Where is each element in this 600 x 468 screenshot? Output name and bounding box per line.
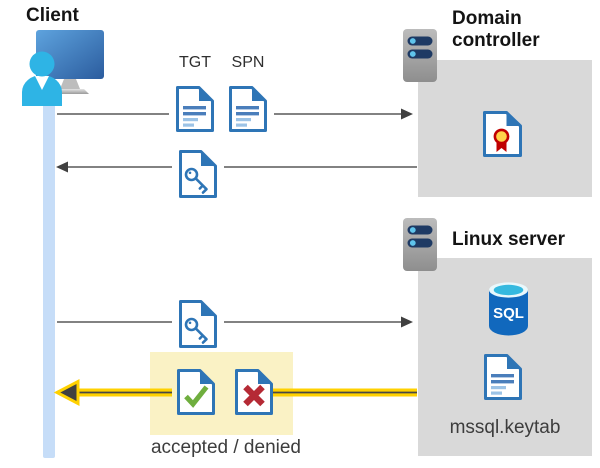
check-document-icon	[176, 368, 216, 416]
server-icon	[403, 29, 437, 82]
keytab-file-label: mssql.keytab	[449, 417, 561, 438]
spn-document-icon	[229, 86, 267, 132]
arrow-right-icon	[401, 108, 413, 120]
client-computer-user-icon	[22, 30, 104, 106]
spn-label: SPN	[231, 54, 265, 71]
linux-server-label: Linux server	[452, 229, 565, 250]
client-label: Client	[26, 5, 79, 26]
service-ticket-arrow	[57, 316, 413, 328]
sql-icon-label: SQL	[493, 305, 524, 322]
tgt-spn-request-arrow	[57, 108, 413, 120]
tgt-label: TGT	[179, 54, 211, 71]
server-icon	[403, 218, 437, 271]
domain-controller-label: Domain controller	[452, 8, 540, 51]
keytab-document-icon	[484, 354, 522, 400]
highlighted-arrow-left-icon	[53, 379, 80, 406]
tgt-document-icon	[176, 86, 214, 132]
arrow-right-icon	[401, 316, 413, 328]
accepted-denied-label: accepted / denied	[150, 437, 301, 458]
arrow-left-icon	[56, 161, 68, 173]
cross-document-icon	[234, 368, 274, 416]
auth-result-arrow	[53, 379, 417, 406]
ticket-response-arrow	[56, 161, 417, 173]
key-document-icon-response	[179, 150, 217, 198]
certificate-document-icon	[483, 111, 522, 157]
sql-database-icon: SQL	[489, 282, 528, 336]
key-document-icon-request	[179, 300, 217, 348]
client-lifeline	[43, 88, 55, 458]
